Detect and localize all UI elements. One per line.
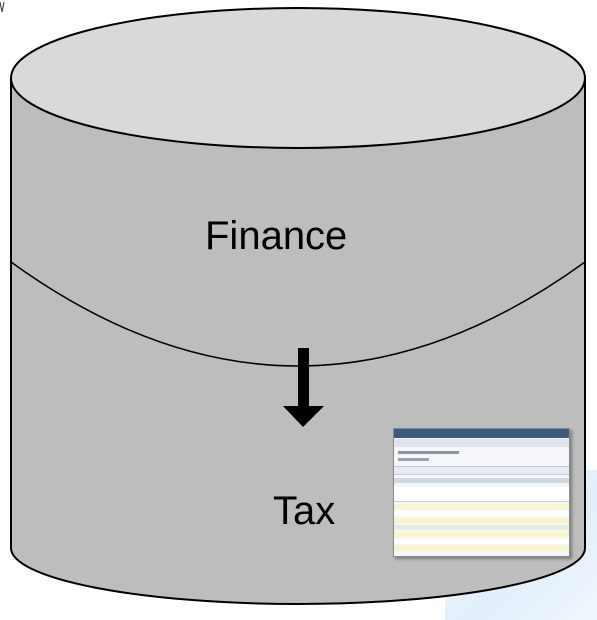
thumb-row bbox=[394, 518, 569, 523]
finance-label: Finance bbox=[205, 214, 348, 258]
thumb-table-header bbox=[394, 487, 569, 502]
thumb-subheading bbox=[398, 458, 429, 461]
tax-label: Tax bbox=[273, 489, 336, 533]
down-arrow-icon bbox=[283, 348, 324, 427]
thumb-row bbox=[394, 546, 569, 551]
thumb-row bbox=[394, 511, 569, 516]
thumb-row bbox=[394, 532, 569, 537]
thumb-tabs bbox=[394, 439, 569, 447]
thumb-row bbox=[394, 504, 569, 509]
thumb-titlebar bbox=[394, 429, 569, 438]
thumb-heading bbox=[398, 451, 459, 454]
screenshot-thumbnail bbox=[393, 428, 570, 557]
cylinder-top bbox=[10, 7, 586, 149]
thumb-row bbox=[394, 539, 569, 544]
thumb-section-header bbox=[394, 478, 569, 483]
thumb-row bbox=[394, 525, 569, 530]
corner-mark bbox=[0, 1, 5, 13]
thumb-toolbar bbox=[394, 466, 569, 475]
